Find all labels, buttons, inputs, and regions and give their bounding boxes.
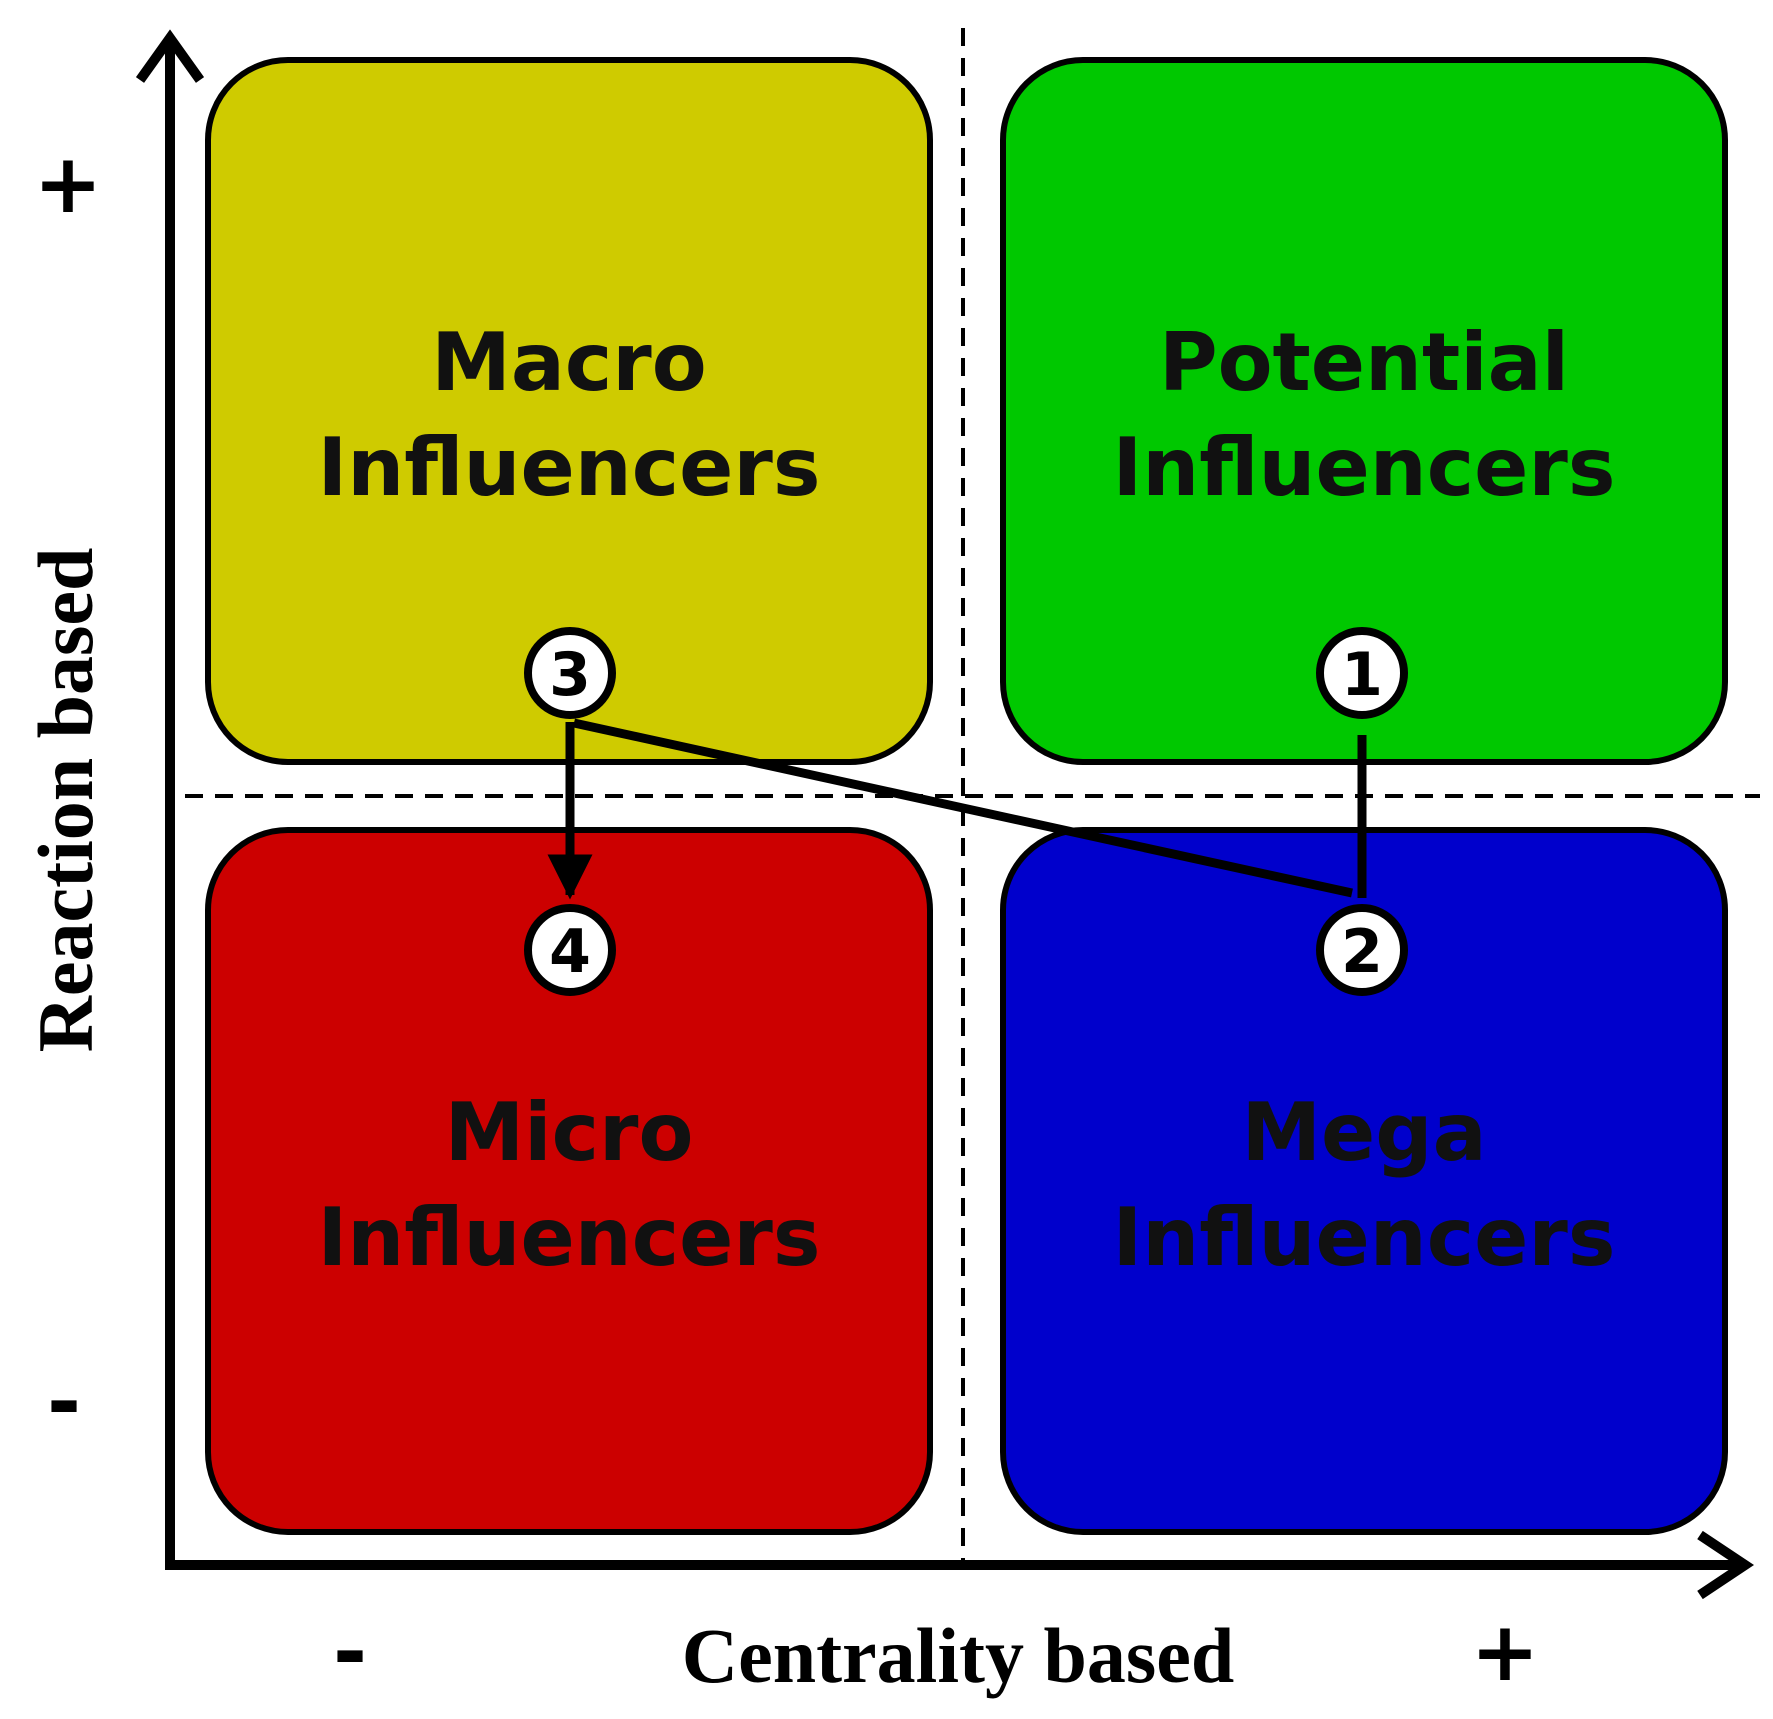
- potential-label-line2: Influencers: [1113, 421, 1616, 514]
- step-marker-1: 1: [1316, 627, 1408, 719]
- x-axis-arrowhead: [1697, 1530, 1755, 1600]
- step-marker-2: 2: [1316, 904, 1408, 996]
- x-axis-plus-sign: +: [1471, 1605, 1540, 1700]
- step-number-4: 4: [549, 917, 591, 987]
- y-axis-minus-sign: -: [47, 1355, 81, 1450]
- micro-label-line2: Influencers: [318, 1191, 821, 1284]
- micro-label-line1: Micro: [445, 1086, 694, 1179]
- step-marker-4: 4: [524, 904, 616, 996]
- y-axis-plus-sign: +: [34, 137, 103, 232]
- mega-label-line1: Mega: [1241, 1086, 1486, 1179]
- step-number-2: 2: [1341, 917, 1383, 987]
- x-axis-label: Centrality based: [682, 1612, 1234, 1699]
- mega-label-line2: Influencers: [1113, 1191, 1616, 1284]
- macro-label-line1: Macro: [431, 316, 706, 409]
- step-number-3: 3: [549, 640, 591, 710]
- potential-label-line1: Potential: [1159, 316, 1569, 409]
- y-axis-label: Reaction based: [22, 548, 109, 1053]
- path-2-to-3: [573, 718, 1353, 898]
- step-number-1: 1: [1341, 640, 1383, 710]
- x-axis-minus-sign: -: [333, 1605, 367, 1700]
- step-marker-3: 3: [524, 627, 616, 719]
- macro-label-line2: Influencers: [318, 421, 821, 514]
- y-axis-arrowhead: [135, 29, 205, 83]
